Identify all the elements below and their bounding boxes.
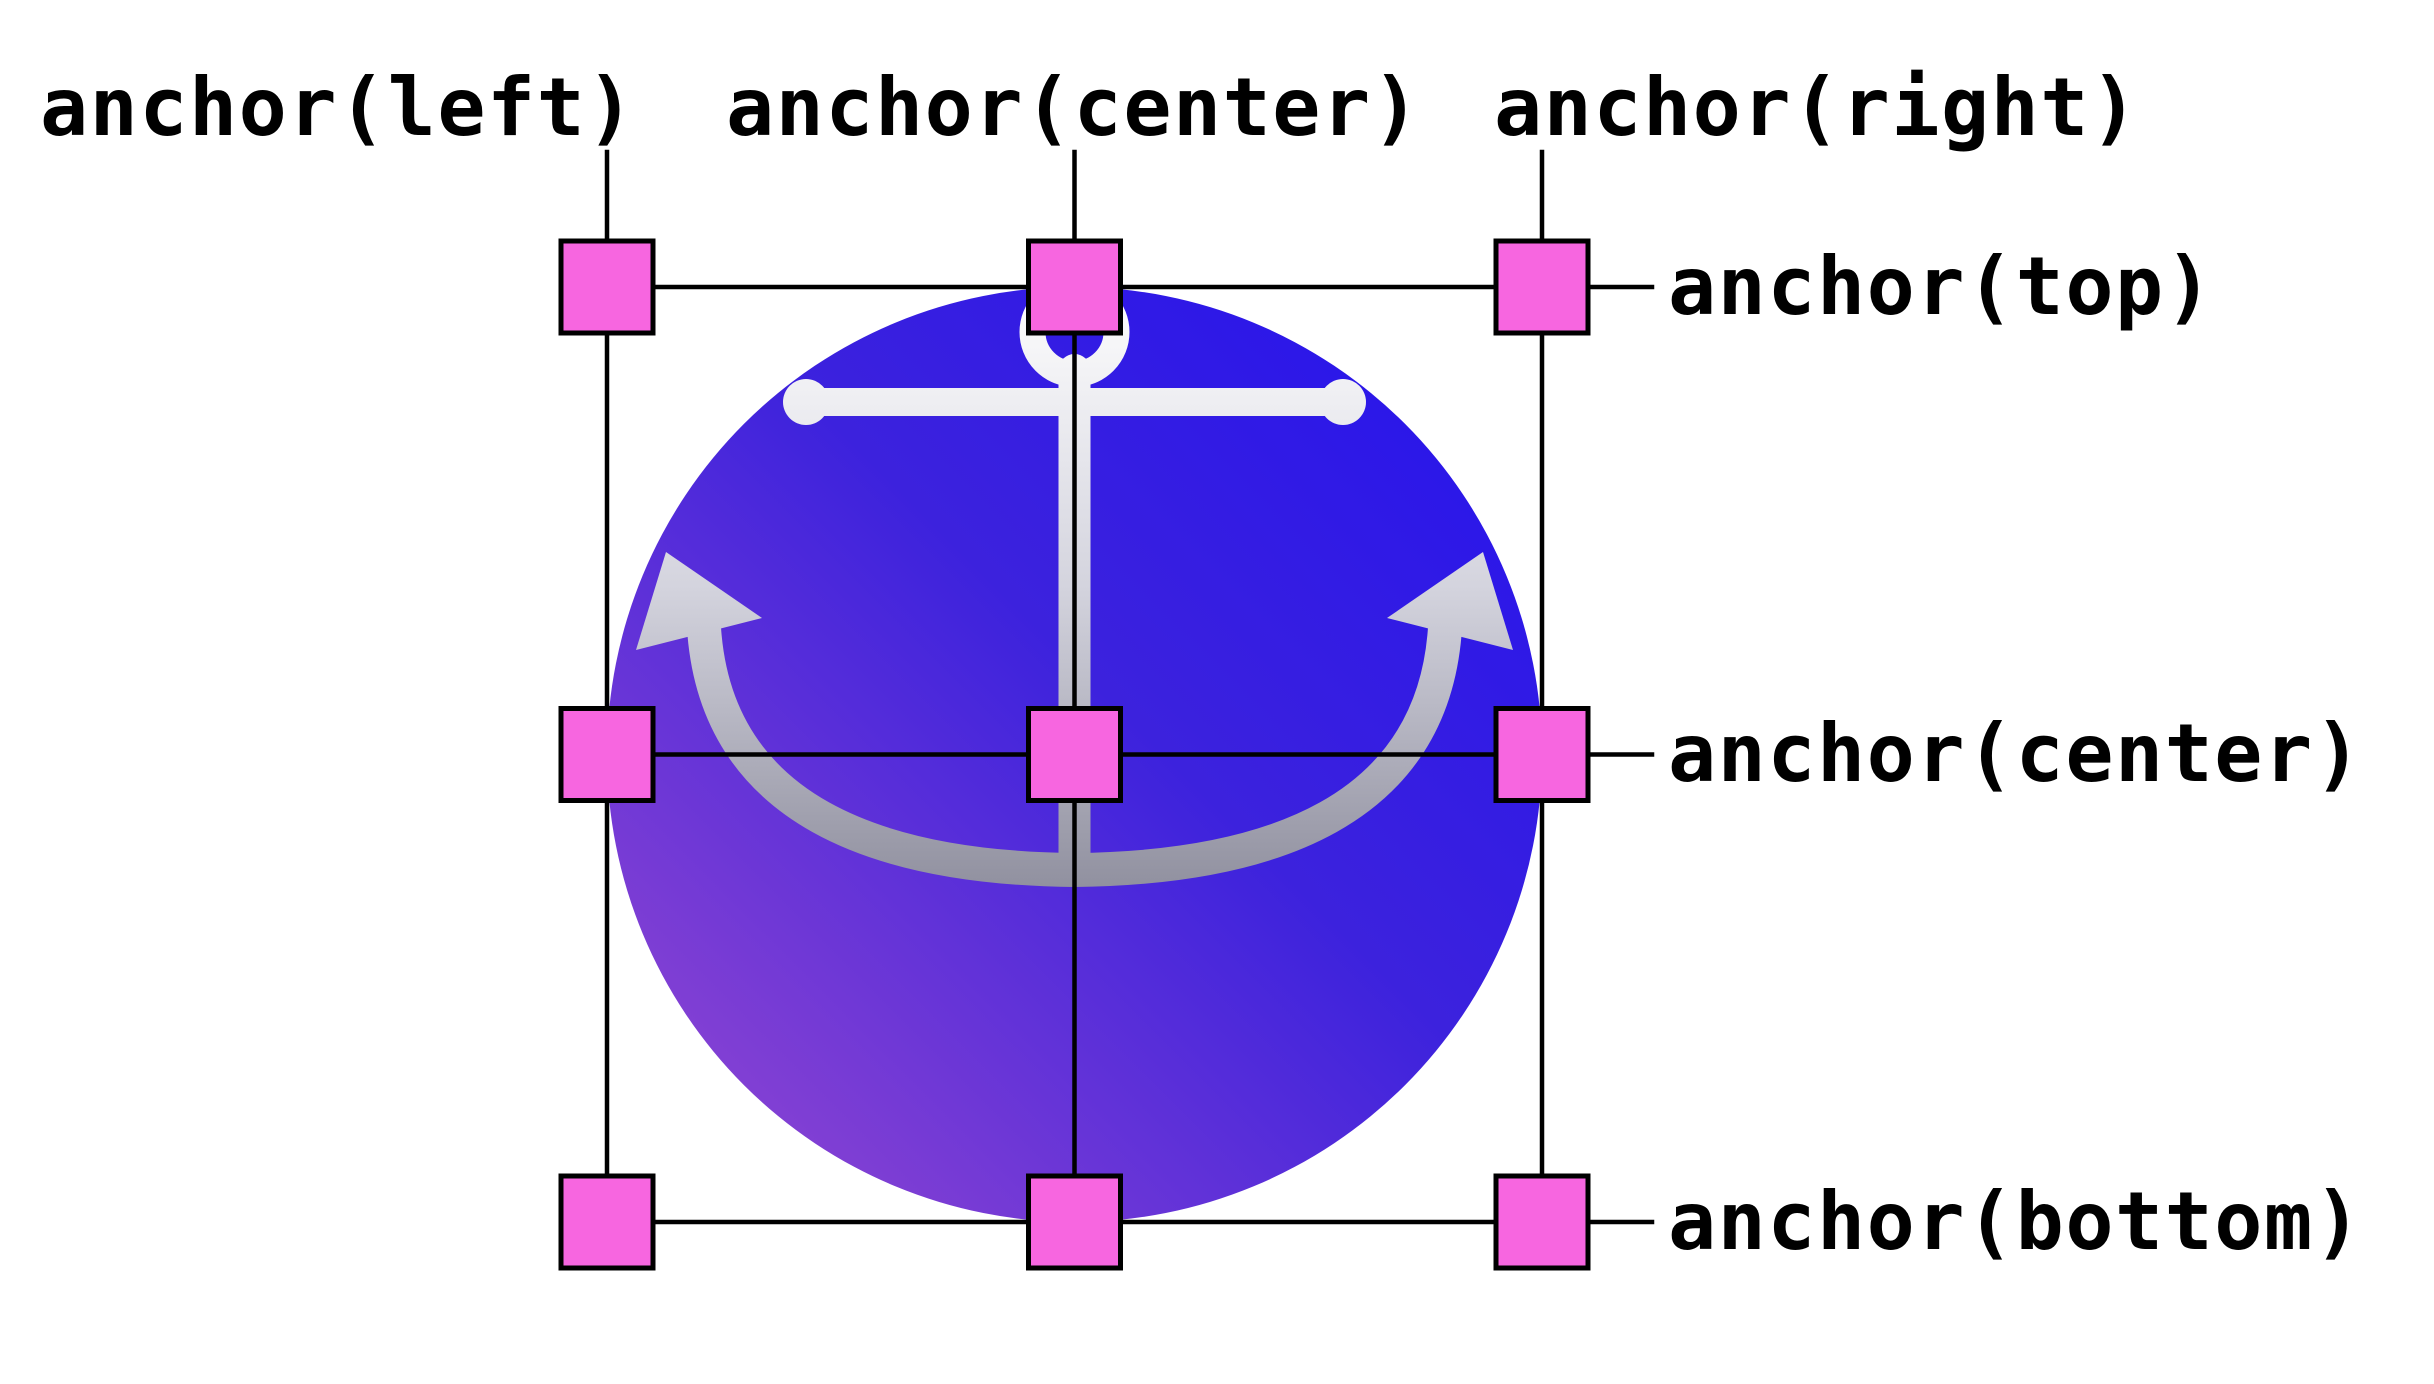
label-anchor-left: anchor(left) bbox=[40, 61, 636, 154]
anchor-stock-ball-left bbox=[783, 379, 829, 425]
anchor-handles bbox=[558, 238, 1591, 1271]
handle-middle-left bbox=[558, 706, 656, 803]
handle-top-right bbox=[1493, 238, 1591, 336]
handle-bottom-left bbox=[558, 1173, 656, 1271]
handle-bottom-center bbox=[1026, 1173, 1123, 1271]
anchor-fluke-right bbox=[1387, 552, 1513, 650]
anchor-stock-ball-right bbox=[1320, 379, 1366, 425]
handle-top-center bbox=[1026, 238, 1123, 336]
label-anchor-bottom: anchor(bottom) bbox=[1668, 1175, 2364, 1268]
label-anchor-right: anchor(right) bbox=[1494, 61, 2140, 154]
label-anchor-top: anchor(top) bbox=[1668, 240, 2215, 333]
handle-middle-right bbox=[1493, 706, 1591, 803]
handle-middle-center bbox=[1026, 706, 1123, 803]
handle-bottom-right bbox=[1493, 1173, 1591, 1271]
handle-top-left bbox=[558, 238, 656, 336]
anchor-fluke-left bbox=[636, 552, 762, 650]
label-anchor-center-top: anchor(center) bbox=[726, 61, 1422, 154]
label-anchor-center-right: anchor(center) bbox=[1668, 707, 2364, 800]
